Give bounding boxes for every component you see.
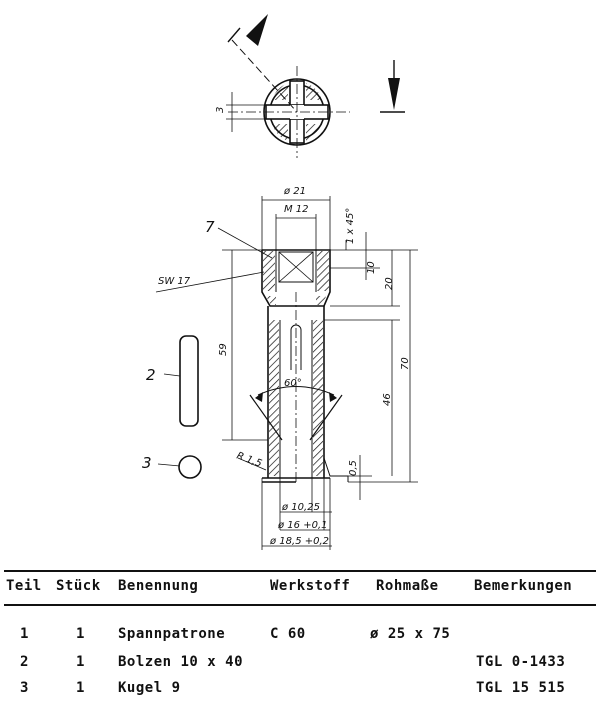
part-3-ball [178, 455, 202, 479]
dim-20: 20 [384, 277, 395, 290]
dim-70: 70 [400, 357, 411, 370]
callout-3: 3 [142, 454, 152, 472]
table-header-rule [4, 604, 596, 606]
dim-59: 59 [218, 343, 229, 356]
callout-2: 2 [146, 366, 156, 384]
table-top-rule [4, 570, 596, 572]
part-2-pin [179, 335, 199, 427]
row3-benennung: Kugel 9 [118, 680, 181, 696]
callout-7: 7 [205, 218, 215, 236]
row1-werkstoff: C 60 [270, 626, 306, 642]
row2-benennung: Bolzen 10 x 40 [118, 654, 244, 670]
section-dim-3: 3 [215, 107, 226, 113]
technical-drawing: 3 [142, 14, 418, 550]
dim-dia-18-5: ø 18,5 +0,2 [269, 536, 329, 547]
row1-rohmasse: ø 25 x 75 [370, 626, 451, 642]
dim-10: 10 [366, 261, 377, 274]
header-benennung: Benennung [118, 578, 199, 594]
header-stueck: Stück [56, 578, 101, 594]
row2-bemerkungen: TGL 0-1433 [476, 654, 566, 670]
row1-teil: 1 [20, 626, 29, 642]
row3-stueck: 1 [76, 680, 85, 696]
dim-dia-10-25: ø 10,25 [281, 502, 320, 513]
row3-bemerkungen: TGL 15 515 [476, 680, 566, 696]
wrench-size-label: SW 17 [158, 276, 191, 287]
angle-60: 60° [284, 378, 302, 389]
row3-teil: 3 [20, 680, 29, 696]
top-view [226, 14, 405, 158]
radius-label: R 1,5 [235, 450, 263, 469]
section-view [249, 249, 349, 485]
dim-thread-m12: M 12 [284, 204, 309, 215]
header-bemerkungen: Bemerkungen [474, 578, 573, 594]
dimension-lines [155, 196, 418, 550]
row2-teil: 2 [20, 654, 29, 670]
header-werkstoff: Werkstoff [270, 578, 351, 594]
header-rohmasse: Rohmaße [376, 578, 439, 594]
dim-dia-21: ø 21 [283, 186, 306, 197]
header-teil: Teil [6, 578, 42, 594]
dim-chamfer: 1 x 45° [345, 208, 356, 244]
dim-05: 0,5 [348, 460, 359, 476]
dim-46: 46 [382, 393, 393, 406]
row1-benennung: Spannpatrone [118, 626, 226, 642]
row1-stueck: 1 [76, 626, 85, 642]
dim-dia-16: ø 16 +0,1 [277, 520, 327, 531]
row2-stueck: 1 [76, 654, 85, 670]
